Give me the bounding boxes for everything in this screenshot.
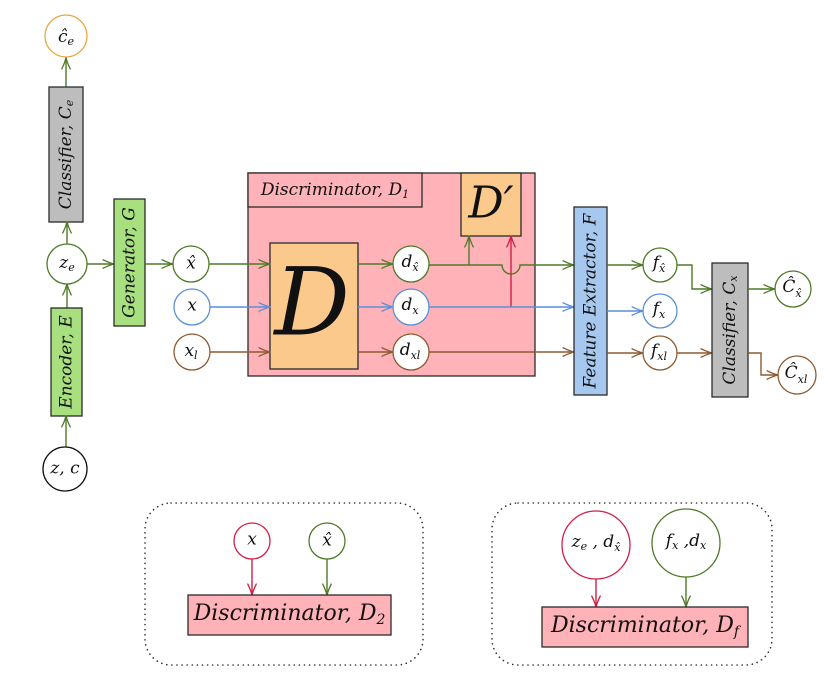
node-cxhat-circle — [774, 270, 812, 308]
node-xhat-label: x̂ — [186, 254, 196, 274]
node-ce-hat-label: ĉe — [58, 27, 75, 49]
node-ze-label: ze — [58, 253, 75, 275]
node-fxl-label: fxl — [649, 341, 668, 364]
node-dx-label: dx — [401, 295, 419, 318]
node-x-label: x — [187, 296, 197, 316]
node-ce-hat-circle — [44, 14, 88, 58]
node-fx: fx — [642, 293, 678, 329]
node-xl: xl — [173, 333, 211, 371]
discriminator-d1: Discriminator, D1 D D′ dx̂ dx dxl — [209, 172, 536, 377]
node-x: x — [173, 288, 211, 326]
node-fxhat: fx̂ — [642, 247, 678, 283]
panel-df-node-ze-dxhat: ze , dx̂ — [561, 510, 631, 580]
node-dxl-label: dxl — [400, 340, 421, 363]
discriminator-d1-label: Discriminator, D1 — [260, 180, 409, 202]
classifier-ce-box: Classifier, Ce — [48, 86, 84, 223]
node-cxl-label: Ĉxl — [785, 362, 808, 387]
node-dx: dx — [392, 288, 430, 326]
discriminator-aux-dprime-label: D′ — [467, 178, 513, 229]
encoder-box: Encoder, E — [50, 307, 83, 417]
node-zc: z, c — [42, 446, 88, 492]
panel-df-node-ze-dxhat-label: ze , dx̂ — [571, 532, 622, 555]
edge-cx-to-cxl — [748, 352, 778, 375]
encoder-branch: ĉe Classifier, Ce ze Encoder, E z, c — [42, 14, 173, 492]
panel-d2-node-x-label: x — [247, 530, 257, 550]
panel-d2-frame — [144, 502, 424, 666]
feature-extractor-rect — [573, 206, 608, 396]
node-dxhat-circle — [392, 245, 430, 283]
node-dxhat: dx̂ — [392, 245, 430, 283]
encoder-label: Encoder, E — [56, 315, 76, 410]
node-xhat: x̂ — [172, 245, 210, 283]
node-zc-label: z, c — [49, 459, 80, 479]
panel-d2-node-xhat: x̂ — [308, 522, 346, 560]
panel-d2-discriminator-label: Discriminator, D2 — [193, 601, 386, 628]
node-fxl: fxl — [642, 335, 678, 371]
node-ce-hat: ĉe — [44, 14, 88, 58]
panel-df-discriminator-label: Discriminator, Df — [550, 613, 742, 640]
generator-label: Generator, G — [119, 207, 139, 318]
edge-fxhat-to-classifier-cx — [677, 264, 712, 289]
panel-d2-node-x: x — [233, 522, 271, 560]
panel-df-node-fx-dx-label: fx ,dx — [664, 531, 707, 553]
panel-discriminator-d2: x x̂ Discriminator, D2 — [144, 502, 424, 666]
classifier-cx-rect — [711, 262, 749, 398]
node-fx-circle — [642, 293, 678, 329]
node-cxhat-output: Ĉx̂ — [774, 270, 812, 308]
feature-extractor-label: Feature Extractor, F — [580, 212, 600, 389]
discriminator-core-d-box — [269, 242, 359, 370]
panel-df-discriminator-box — [541, 606, 749, 648]
encoder-rect — [50, 307, 83, 417]
generator-rect — [113, 198, 146, 327]
node-ze: ze — [46, 243, 88, 285]
classifier-cx: Classifier, Cx Ĉx̂ Ĉxl — [711, 262, 817, 398]
node-fx-label: fx — [651, 299, 666, 322]
panel-discriminator-df: ze , dx̂ fx ,dx Discriminator, Df — [491, 502, 773, 666]
edge-dxhat-to-feature-extractor — [429, 265, 574, 275]
feature-extractor: Feature Extractor, F fx̂ fx fxl — [573, 206, 678, 396]
node-fxhat-label: fx̂ — [651, 253, 666, 276]
discriminator-core-d-label: D — [272, 248, 349, 357]
panel-df-node-fx-dx: fx ,dx — [651, 508, 721, 578]
generator-box: Generator, G — [113, 198, 146, 327]
input-nodes: x̂ x xl — [172, 245, 211, 371]
node-dxl: dxl — [392, 333, 430, 371]
classifier-ce-label: Classifier, Ce — [56, 99, 77, 209]
node-cxl-circle — [777, 355, 817, 395]
node-cxl-output: Ĉxl — [777, 355, 817, 395]
node-dxhat-label: dx̂ — [401, 252, 419, 275]
classifier-cx-label: Classifier, Cx — [720, 275, 741, 385]
panel-d2-discriminator-box — [187, 594, 392, 636]
classifier-ce-rect — [48, 86, 84, 223]
node-zc-circle — [42, 446, 88, 492]
panel-d2-node-xhat-label: x̂ — [322, 531, 332, 551]
node-xl-label: xl — [184, 341, 198, 363]
discriminator-d1-label-box — [247, 172, 423, 208]
discriminator-aux-dprime-box — [460, 172, 522, 237]
node-cxhat-label: Ĉx̂ — [782, 276, 802, 301]
